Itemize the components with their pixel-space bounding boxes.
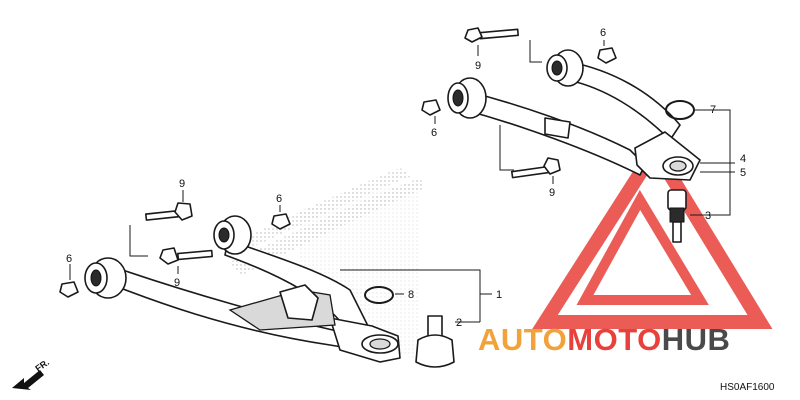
front-direction-label: FR.	[33, 357, 51, 374]
bolt-upper-mid	[510, 157, 561, 179]
callout-7: 7	[710, 104, 716, 116]
callout-4: 4	[740, 153, 746, 165]
callout-5: 5	[740, 167, 746, 179]
callout-2: 2	[456, 317, 462, 329]
svg-text:AUTOMOTOHUB: AUTOMOTOHUB	[478, 322, 730, 357]
callout-9: 9	[549, 187, 555, 199]
watermark-hub: HUB	[662, 322, 731, 357]
front-direction-marker: FR.	[12, 357, 51, 390]
bolt-upper-top	[464, 27, 519, 43]
snap-ring-lower	[364, 286, 394, 304]
nut-upper-rear	[421, 99, 441, 116]
upper-rear-bushing	[447, 77, 487, 119]
callout-9: 9	[179, 178, 185, 190]
nut-upper-top	[597, 47, 617, 64]
callout-9: 9	[475, 60, 481, 72]
leader-lines	[69, 40, 735, 323]
callout-9: 9	[174, 277, 180, 289]
callout-6: 6	[431, 127, 437, 139]
lower-arm	[84, 215, 401, 363]
watermark-auto: AUTO	[478, 322, 567, 357]
callout-6: 6	[66, 253, 72, 265]
bolt-lower-rear	[159, 247, 213, 265]
ball-joint-upper	[667, 189, 687, 243]
lower-rear-bushing	[84, 257, 127, 299]
callout-1: 1	[496, 289, 502, 301]
watermark-wordmark: AUTOMOTOHUB	[478, 322, 730, 357]
callout-6: 6	[600, 27, 606, 39]
upper-front-bushing	[546, 49, 584, 87]
lower-front-bushing	[213, 215, 252, 255]
watermark-moto: MOTO	[567, 322, 661, 357]
watermark-triangle	[532, 136, 773, 329]
ball-joint-lower	[415, 315, 455, 368]
callouts: 9 6 6 9 7 4 5 3 9 6 6 9 8 1 2	[66, 27, 746, 329]
callout-8: 8	[408, 289, 414, 301]
nut-lower-front	[271, 213, 291, 230]
callout-3: 3	[705, 210, 711, 222]
snap-ring-upper	[665, 100, 695, 120]
bolt-lower-mid	[144, 202, 193, 221]
upper-arm	[447, 49, 701, 181]
nut-lower-rear	[59, 281, 79, 298]
figure-code: HS0AF1600	[720, 382, 775, 393]
callout-6: 6	[276, 193, 282, 205]
